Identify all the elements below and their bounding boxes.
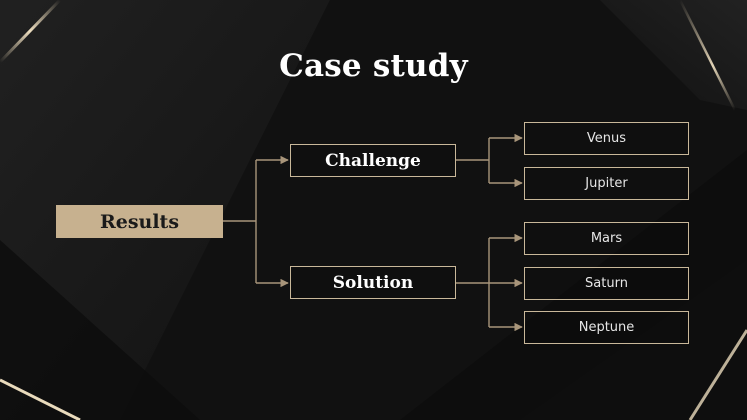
leaf-node-mars: Mars: [524, 222, 689, 255]
leaf-node-venus: Venus: [524, 122, 689, 155]
branch-node-solution: Solution: [290, 266, 456, 299]
leaf-node-neptune: Neptune: [524, 311, 689, 344]
leaf-node-jupiter: Jupiter: [524, 167, 689, 200]
branch-node-challenge: Challenge: [290, 144, 456, 177]
slide-title: Case study: [279, 48, 468, 84]
root-node-results: Results: [56, 205, 223, 238]
leaf-node-saturn: Saturn: [524, 267, 689, 300]
